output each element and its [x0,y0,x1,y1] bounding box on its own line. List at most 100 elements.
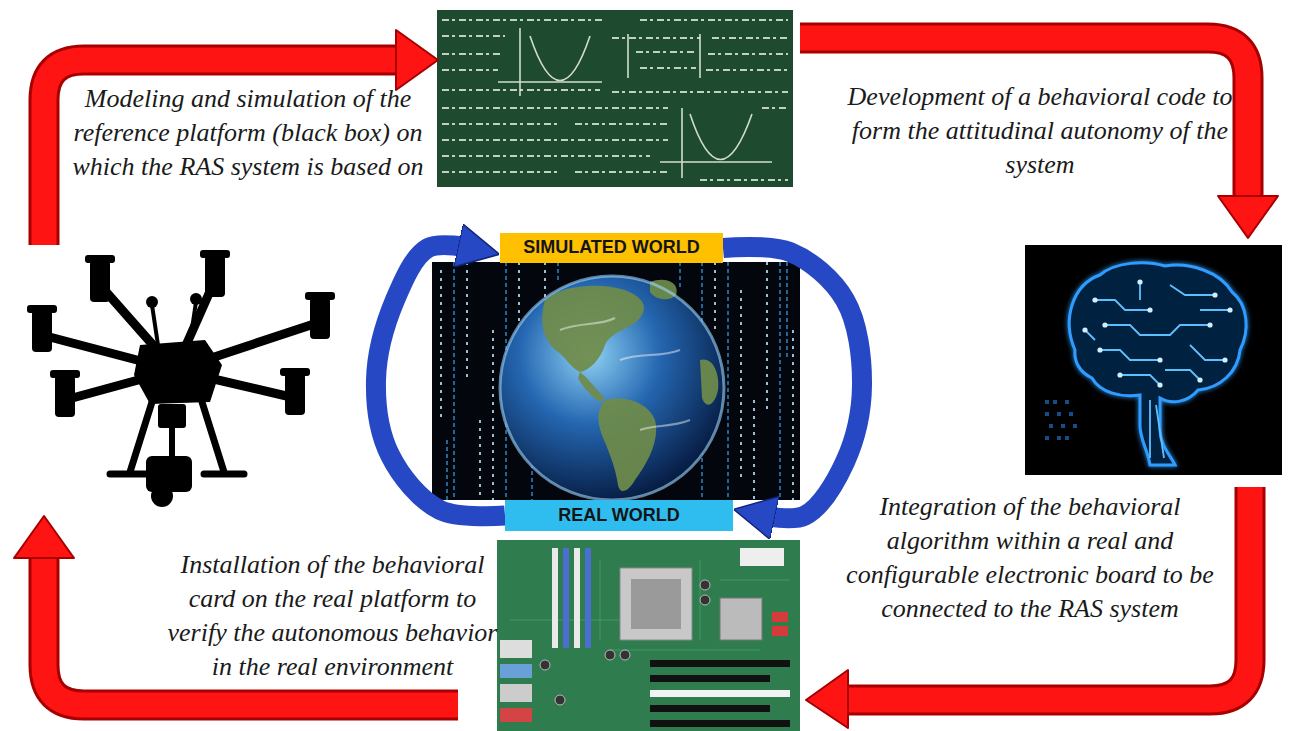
globe-matrix-picture [560,318,690,430]
motherboard-picture [650,675,770,682]
brain-circuit-picture [1069,263,1246,465]
motherboard-picture [552,548,558,648]
brain-circuit-picture [1049,424,1053,428]
motherboard-picture [574,548,580,648]
brain-circuit-picture [1222,357,1227,362]
drone-silhouette [285,373,305,415]
drone-silhouette [55,375,75,417]
brain-circuit-picture [1212,292,1217,297]
world-cycle-arrow [723,247,862,518]
brain-circuit-picture [1061,424,1065,428]
motherboard-picture [700,580,710,590]
globe-matrix-picture [598,398,656,491]
brain-circuit-picture [1045,412,1049,416]
motherboard-picture [650,705,770,712]
motherboard-picture [772,612,788,622]
equation-chalkboard [437,10,793,187]
motherboard-picture [605,650,615,660]
brain-circuit-picture [1097,347,1102,352]
motherboard-picture [740,548,784,566]
brain-circuit-picture [1057,436,1061,440]
motherboard-picture [500,684,532,702]
cycle-arrow [396,30,438,90]
drone-silhouette [190,293,202,305]
step-caption: Modeling and simulation of the reference… [62,82,434,184]
brain-circuit-picture [1137,279,1142,284]
drone-silhouette [305,292,335,300]
drone-silhouette [32,310,52,352]
brain-circuit-picture [1025,245,1282,475]
drone-silhouette [134,340,222,404]
brain-circuit-picture [1102,322,1107,327]
node-title: SIMULATED WORLD [523,237,700,259]
motherboard-picture [772,626,788,636]
cycle-arrow [806,670,848,728]
simulated-world-box: SIMULATED WORLD [500,233,723,263]
step-caption: Integration of the behavioral algorithm … [830,490,1230,626]
drone-silhouette [85,255,115,263]
brain-circuit-picture [1117,372,1122,377]
drone-silhouette [90,260,110,302]
globe-matrix-picture [447,262,787,500]
drone-silhouette [146,296,158,308]
brain-circuit-picture [1082,279,1232,387]
motherboard-picture [700,595,710,605]
globe-matrix-picture [500,276,724,500]
brain-circuit-picture [1157,382,1162,387]
cycle-arrow [14,516,74,558]
brain-circuit-picture [1025,245,1282,475]
world-cycle-arrow [376,245,505,516]
brain-circuit-picture [1045,436,1049,440]
motherboard-picture [500,640,532,658]
equation-chalkboard [498,28,602,96]
brain-circuit-picture [1045,400,1049,404]
motherboard-picture [620,650,630,660]
motherboard-picture [540,660,550,670]
motherboard-picture [620,568,692,640]
brain-circuit-picture [1157,357,1162,362]
drone-silhouette [50,370,80,378]
brain-circuit-picture [1227,307,1232,312]
brain-circuit-picture [1045,400,1077,440]
drone-silhouette [280,368,310,376]
globe-matrix-picture [560,318,690,430]
equation-chalkboard [442,20,788,180]
drone-silhouette [169,428,175,458]
motherboard-picture [500,708,532,722]
motherboard-picture [631,579,681,629]
brain-circuit-picture [1065,436,1069,440]
drone-silhouette [158,404,186,428]
motherboard-picture [650,720,790,727]
brain-circuit-picture [1069,263,1246,465]
equation-chalkboard [628,34,700,78]
motherboard-picture [555,695,565,705]
cycle-arrow [800,38,1248,198]
equation-chalkboard [442,20,788,180]
drone-silhouette [146,456,192,492]
cycle-arrow [1218,196,1278,238]
brain-circuit-picture [1147,307,1152,312]
brain-circuit-picture [1197,377,1202,382]
real-world-box: REAL WORLD [505,500,733,531]
cycle-arrow [14,30,1278,728]
globe-matrix-picture [432,262,800,500]
motherboard-picture [540,580,710,705]
motherboard-picture [497,540,800,731]
brain-circuit-picture [1053,400,1057,404]
brain-circuit-picture [1082,327,1087,332]
equation-chalkboard [530,36,590,81]
globe-matrix-picture [578,372,605,402]
motherboard-picture [720,598,762,640]
drone-silhouette [151,485,173,507]
equation-chalkboard [437,10,793,187]
drone-silhouette [200,250,230,258]
equation-chalkboard [690,114,752,160]
motherboard-picture [650,690,790,697]
brain-circuit-picture [1065,400,1069,404]
drone-silhouette [27,305,57,313]
brain-circuit-picture [1073,424,1077,428]
drone-silhouette [152,302,196,345]
globe-matrix-picture [441,262,793,500]
step-caption: Development of a behavioral code to form… [845,80,1235,182]
